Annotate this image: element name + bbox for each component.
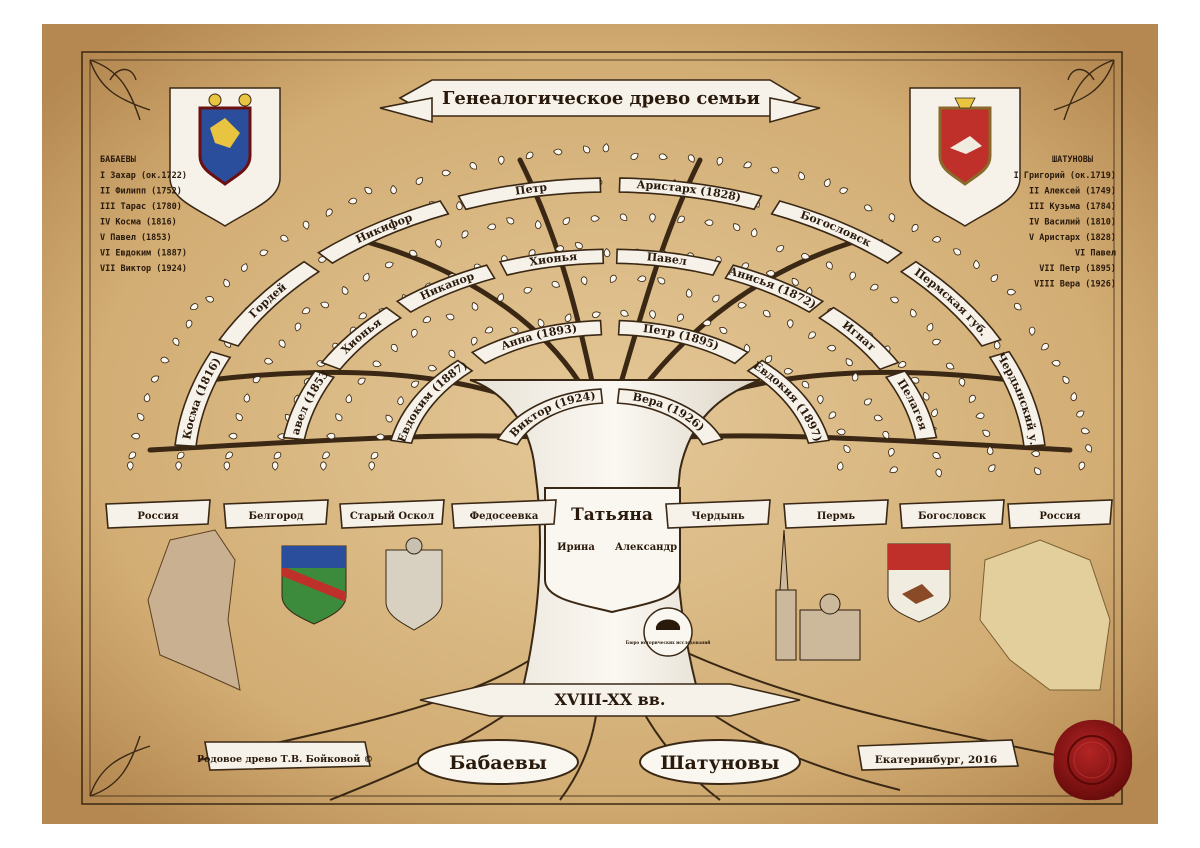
place-name: Пермь <box>817 511 855 522</box>
footer-city-ribbon: Екатеринбург, 2016 <box>858 740 1018 770</box>
place-name: Чердынь <box>691 511 744 522</box>
family-right-name: Шатуновы <box>660 752 779 774</box>
place-ribbon: Россия <box>1008 500 1112 528</box>
family-left-name: Бабаевы <box>449 752 547 774</box>
left-item: II Филипп (1752) <box>100 187 182 197</box>
place-name: Белгород <box>248 511 303 522</box>
left-item: III Тарас (1780) <box>100 202 182 212</box>
right-item: II Алексей (1749) <box>1029 187 1116 197</box>
footer-author: Родовое древо Т.В. Бойковой © <box>197 754 373 765</box>
place-name: Старый Оскол <box>350 511 434 522</box>
right-item: I Григорий (ок.1719) <box>1014 171 1116 181</box>
right-item: VII Петр (1895) <box>1039 264 1116 274</box>
coat-of-arms-cherdyn <box>888 544 950 622</box>
period-banner: XVIII-XX вв. <box>420 684 800 716</box>
right-list-heading: ШАТУНОВЫ <box>1052 155 1093 165</box>
right-item: V Аристарх (1828) <box>1029 233 1116 243</box>
place-name: Богословск <box>918 511 987 522</box>
mother-name: Ирина <box>557 542 595 553</box>
right-item: III Кузьма (1784) <box>1029 202 1116 212</box>
place-ribbon: Чердынь <box>666 500 770 528</box>
page-title: Генеалогическое древо семьи <box>442 88 760 109</box>
place-ribbon: Пермь <box>784 500 888 528</box>
coat-of-arms-grayscale <box>386 538 442 630</box>
place-name: Федосеевка <box>470 511 539 522</box>
place-ribbon: Россия <box>106 500 210 528</box>
place-ribbon: Федосеевка <box>452 500 556 528</box>
left-item: VI Евдоким (1887) <box>100 249 187 259</box>
title-banner: Генеалогическое древо семьи <box>380 80 820 122</box>
center-name: Татьяна <box>571 505 653 525</box>
center-shield: Татьяна Ирина Александр <box>545 488 680 612</box>
family-right-oval: Шатуновы <box>640 740 800 784</box>
period-text: XVIII-XX вв. <box>555 690 666 709</box>
place-ribbon: Богословск <box>900 500 1004 528</box>
place-name: Россия <box>1039 511 1081 522</box>
right-item: IV Василий (1810) <box>1029 218 1116 228</box>
place-ribbon: Белгород <box>224 500 328 528</box>
right-item: VI Павел <box>1075 249 1116 259</box>
footer-author-ribbon: Родовое древо Т.В. Бойковой © <box>197 742 373 770</box>
place-name: Россия <box>137 511 179 522</box>
footer-city-year: Екатеринбург, 2016 <box>875 754 997 766</box>
wax-seal-icon <box>1053 720 1132 800</box>
left-item: V Павел (1853) <box>100 233 172 243</box>
left-item: IV Косма (1816) <box>100 218 177 228</box>
place-ribbon: Старый Оскол <box>340 500 444 528</box>
father-name: Александр <box>615 542 677 553</box>
family-left-oval: Бабаевы <box>418 740 578 784</box>
left-item: VII Виктор (1924) <box>100 264 187 274</box>
left-list-heading: БАБАЕВЫ <box>100 155 136 165</box>
left-item: I Захар (ок.1722) <box>100 171 187 181</box>
right-item: VIII Вера (1926) <box>1034 280 1116 290</box>
bureau-emblem-text: Бюро исторических исследований <box>626 640 711 645</box>
coat-of-arms-staryi-oskol <box>282 546 346 624</box>
